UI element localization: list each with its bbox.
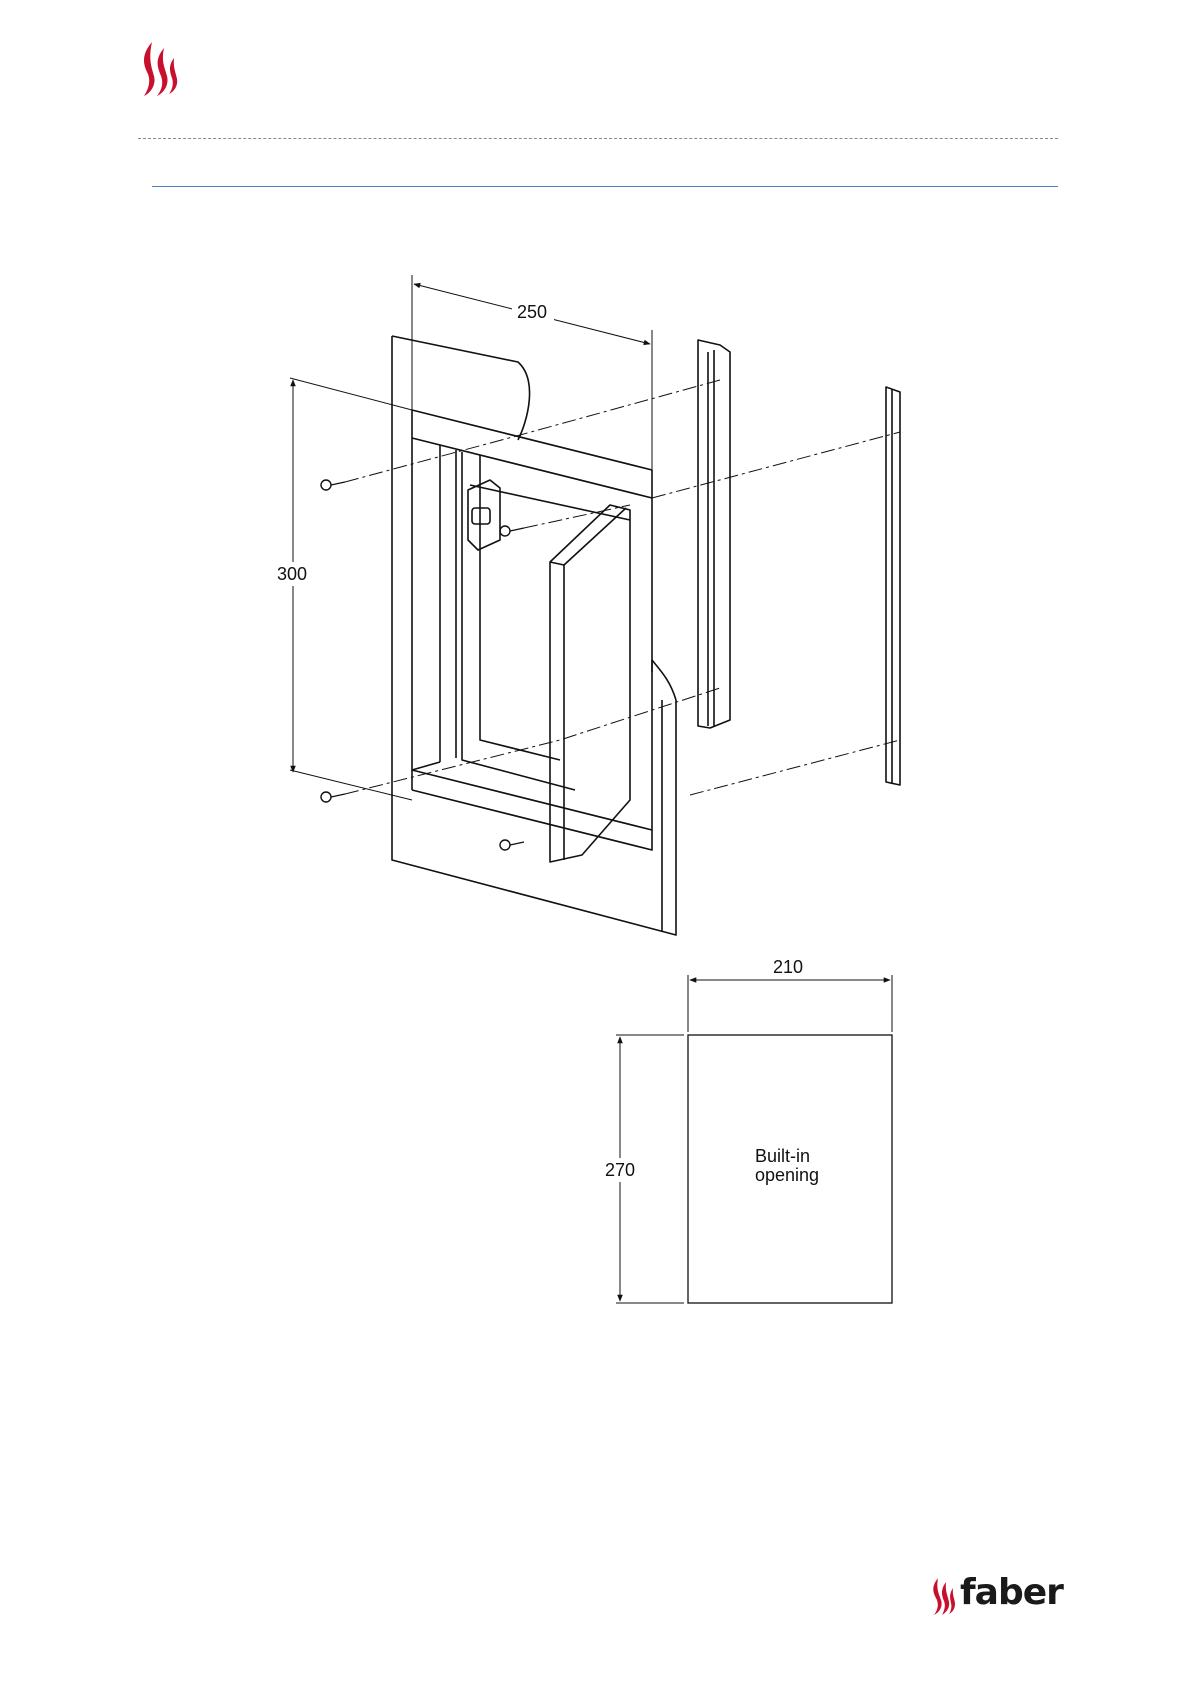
opening-height-label: 270 (605, 1160, 635, 1180)
screw-bottom-left (321, 792, 345, 802)
back-plate-side-curve (652, 660, 676, 700)
frame-assembly (392, 336, 900, 935)
faber-flame-icon (930, 1576, 958, 1616)
screws (321, 480, 524, 850)
frame-body (412, 438, 652, 830)
opening-label-line2: opening (755, 1165, 819, 1185)
faber-logo: faber (930, 1576, 1060, 1620)
dimension-opening-width (688, 975, 892, 1032)
side-strip (886, 387, 900, 785)
opening-width-label: 210 (773, 957, 803, 977)
frame-height-label: 300 (277, 564, 307, 584)
dimension-frame-height (290, 378, 412, 800)
brand-name: faber (960, 1572, 1063, 1613)
screw-hinge (500, 526, 524, 536)
screw-bottom-mid (500, 840, 524, 850)
frame-width-label: 250 (517, 302, 547, 322)
screw-top-left (321, 480, 345, 490)
door-panel (550, 505, 630, 862)
opening-label-line1: Built-in (755, 1146, 810, 1166)
